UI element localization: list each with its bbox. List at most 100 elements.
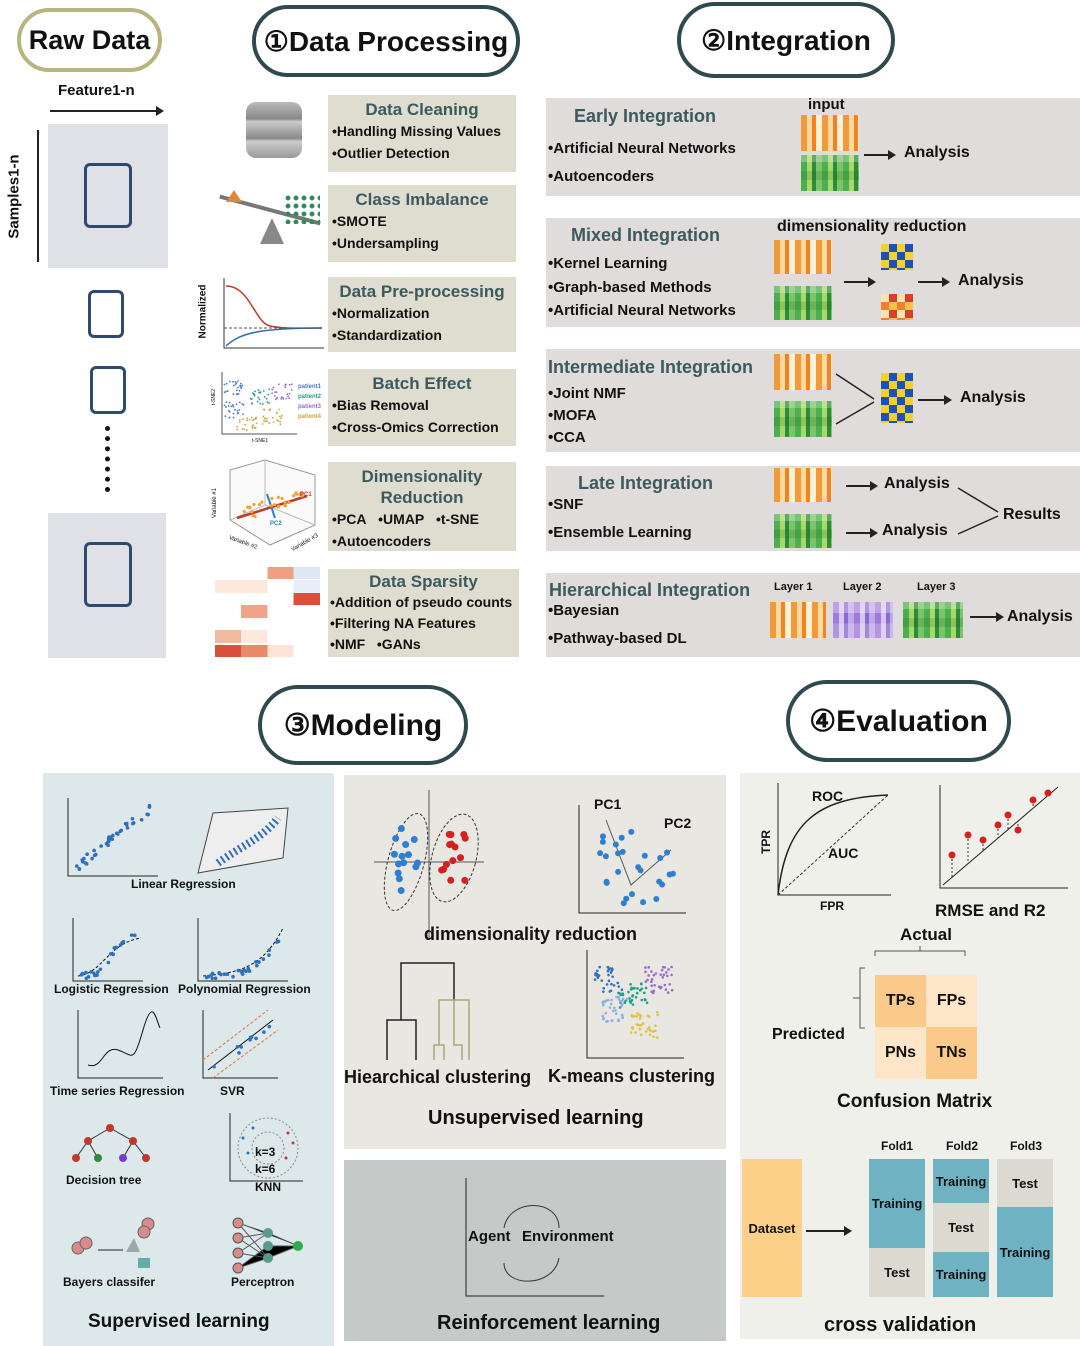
dimensionality-reduction-label: dimensionality reduction [424,924,638,944]
actual-label: Actual [900,925,952,944]
scatter-point [84,970,88,975]
scatter-point [254,390,256,393]
scatter-point [652,989,656,993]
scatter-point [290,383,293,386]
scatter-point [235,1044,240,1049]
scatter-point [640,1023,643,1027]
scatter-point [276,505,280,509]
scatter-point [447,831,455,839]
scatter-point [238,421,241,424]
scatter-point [653,983,656,987]
scatter-point [1044,789,1052,797]
polynomial-regression-plot [197,918,288,982]
scatter-point [267,948,272,952]
scatter-point [449,857,457,865]
scatter-point [657,854,664,861]
scatter-point [288,383,291,386]
scatter-point [222,972,227,976]
scatter-point [650,978,654,981]
scatter-point [270,496,274,501]
scatter-point [225,382,228,385]
scatter-point [629,983,632,986]
scatter-point [615,850,622,857]
scatter-point [257,396,260,399]
scatter-point [640,899,647,906]
fold3-training: Training [997,1207,1053,1297]
scatter-point [653,895,660,902]
normalization-plot [223,278,324,349]
scatter-point [106,960,111,965]
integration-header: ②Integration [677,2,895,78]
scatter-point [231,403,234,406]
scatter-point [119,828,124,833]
scatter-point [262,1030,266,1034]
arrow [918,395,952,405]
scatter-point [620,988,624,992]
tsne-y-label: t-SNE2 [211,388,218,406]
scatter-point [620,1013,624,1017]
scatter-point [235,389,238,392]
scatter-point [284,386,287,389]
scatter-point [611,975,614,978]
confusion-braces [853,946,966,1029]
scatter-point [644,1030,648,1033]
tp-cell: TPs [875,975,926,1027]
polynomial-regression-label: Polynomial Regression [178,982,311,996]
scatter-point [640,998,644,1002]
scatter-point [659,881,666,888]
scatter-point [244,423,246,426]
scatter-point [664,971,668,974]
scatter-point [666,991,670,994]
scatter-point [251,392,254,395]
scatter-point [620,900,627,907]
scatter-point [258,398,261,401]
scatter-point [442,860,450,868]
scatter-point [231,974,235,979]
scatter-point [650,984,654,988]
kmeans-clustering-label: K-means clustering [548,1066,716,1086]
rmse-r2-label: RMSE and R2 [935,901,1046,920]
scatter-point [228,416,231,419]
scatter-point [644,980,648,983]
scatter-point [650,970,653,973]
scatter-point [206,974,211,979]
scatter-point [210,971,215,976]
document-icon [84,163,132,228]
scatter-point [267,393,270,396]
heatmap-omics2 [774,286,832,320]
pc2-label: PC2 [270,521,282,527]
sample-box-top [48,124,168,268]
scatter-point [250,416,253,419]
scatter-point [268,388,271,391]
scatter-point [659,986,662,990]
scatter-point [227,409,230,412]
scatter-point [230,405,233,408]
scatter-point [283,500,287,504]
scatter-point [292,494,296,498]
scatter-point [602,1003,605,1007]
fp-cell: FPs [926,975,977,1027]
scatter-point [412,863,420,871]
scatter-point [271,416,274,419]
scatter-point [232,405,235,408]
scatter-point [612,984,616,987]
scatter-point [243,428,246,431]
scatter-point [223,391,226,394]
scatter-point [261,403,264,405]
scatter-point [641,1022,645,1025]
scatter-point [629,1001,633,1004]
scatter-point [92,973,97,978]
scatter-point [285,383,287,386]
scatter-point [227,405,230,407]
scatter-point [260,500,264,504]
scatter-point [235,382,238,384]
scatter-point [670,973,673,977]
scatter-point [615,995,618,999]
scatter-point [80,971,85,976]
scatter-point [647,966,651,969]
arrow [846,528,878,538]
scatter-point [265,397,268,400]
scatter-point [631,1027,634,1030]
scatter-point [294,491,298,495]
scatter-point [236,968,241,973]
